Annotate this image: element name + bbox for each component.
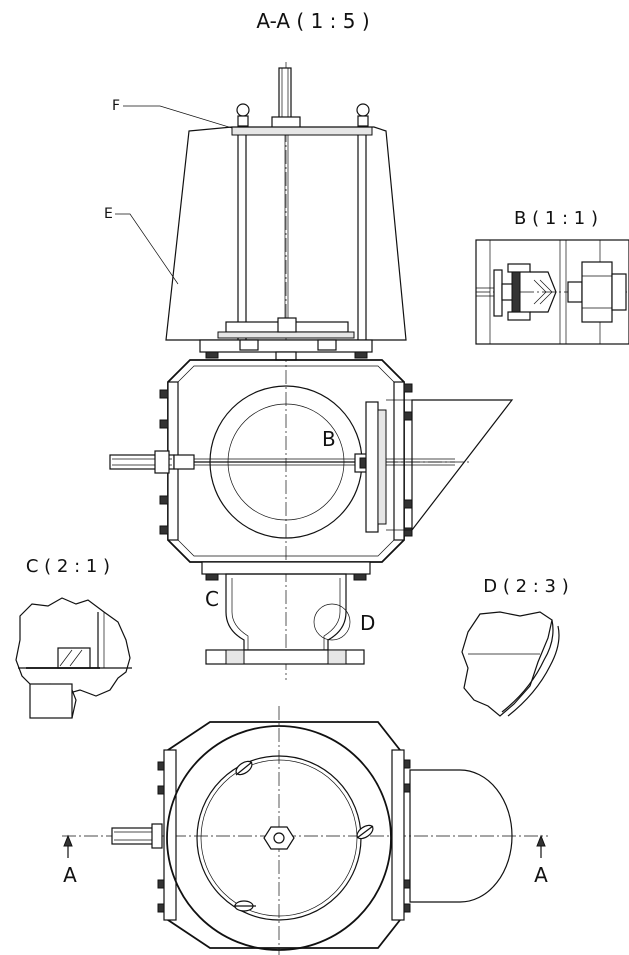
section-mark-left: A <box>63 863 77 887</box>
plan-vacuum-hood <box>409 769 513 903</box>
plan-lifting-eye-bottom <box>234 900 256 912</box>
body-bottom-flange <box>201 561 371 575</box>
lifting-eye-right <box>356 103 370 117</box>
detail-d <box>461 611 560 717</box>
section-mark-right: A <box>534 863 548 887</box>
section-view-title: A-A ( 1 : 5 ) <box>256 9 369 33</box>
detail-c-seal <box>57 647 91 669</box>
detail-c <box>15 597 132 719</box>
plan-view: A A <box>62 706 548 955</box>
connection-flange <box>205 649 365 665</box>
plan-lifting-eye-right <box>356 824 374 840</box>
callout-b: B <box>322 427 336 451</box>
vacuum-hood <box>411 399 514 532</box>
detail-d-title: D ( 2 : 3 ) <box>483 576 568 597</box>
callout-c: C <box>205 587 219 611</box>
plan-hood-circle <box>166 725 392 951</box>
callout-f: F <box>112 98 120 114</box>
detail-c-title: C ( 2 : 1 ) <box>26 556 110 577</box>
section-view-a-a <box>109 62 514 680</box>
lifting-eye-left <box>236 103 250 117</box>
vacuum-pallet <box>365 401 379 533</box>
callouts: F E B C D <box>104 98 375 635</box>
callout-d: D <box>360 611 375 635</box>
plan-lifting-eye-top <box>235 760 253 776</box>
detail-b-nut <box>581 261 613 323</box>
body-top-flange <box>199 339 373 353</box>
detail-c-outline <box>15 597 131 697</box>
detail-d-circle <box>313 603 351 641</box>
detail-b-title: B ( 1 : 1 ) <box>514 208 598 229</box>
detail-d-outline <box>461 611 553 717</box>
detail-b <box>475 239 629 345</box>
plan-center-nut <box>263 826 295 850</box>
callout-e: E <box>104 206 113 222</box>
top-cover-plate <box>231 126 373 136</box>
